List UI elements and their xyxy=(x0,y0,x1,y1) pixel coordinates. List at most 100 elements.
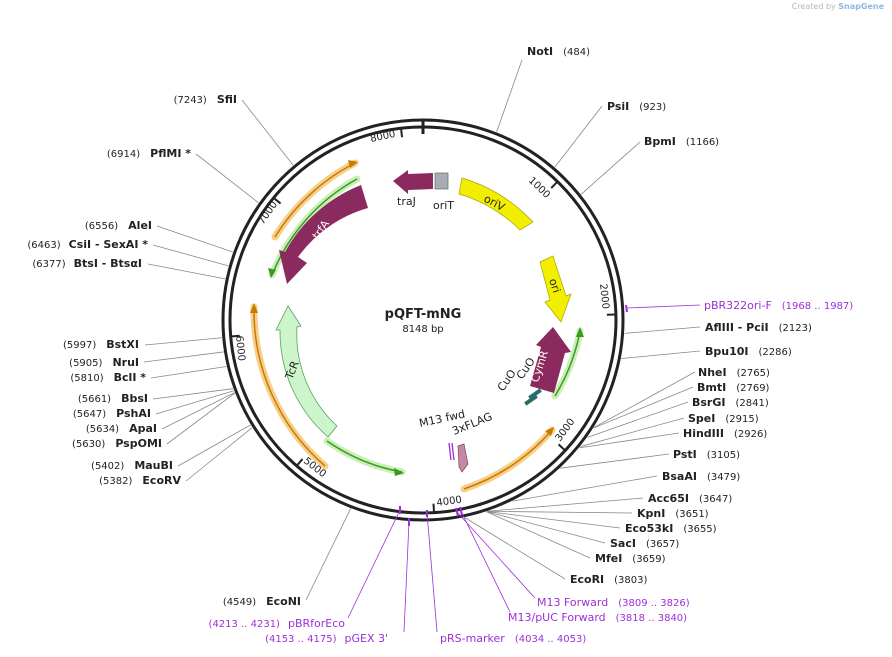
plasmid-size: 8148 bp xyxy=(402,324,443,335)
primer-label[interactable]: pBR322ori-F(1968 .. 1987) xyxy=(704,299,853,312)
flag-feature xyxy=(457,443,469,473)
enzyme-label[interactable]: Bpu10I(2286) xyxy=(705,345,792,358)
ring-tick xyxy=(272,197,282,205)
enzyme-label[interactable]: BsaAI(3479) xyxy=(662,470,740,483)
ring-tick-label: 2000 xyxy=(597,283,611,309)
feature-label-ori: ori xyxy=(546,277,563,295)
enzyme-leader-line xyxy=(621,350,701,359)
enzyme-label[interactable]: (6556)AleI xyxy=(85,219,152,232)
ring-tick-label: 4000 xyxy=(436,495,463,509)
enzyme-leader-line xyxy=(486,511,591,559)
enzyme-label[interactable]: PstI(3105) xyxy=(673,448,740,461)
enzyme-label[interactable]: KpnI(3651) xyxy=(637,507,709,520)
ring-tick xyxy=(400,128,404,138)
tcr-feature xyxy=(275,305,338,438)
enzyme-label[interactable]: SpeI(2915) xyxy=(688,412,759,425)
ring-tick xyxy=(295,458,304,467)
enzyme-label[interactable]: (5402)MauBI xyxy=(91,459,173,472)
enzyme-label[interactable]: AflIII - PciI(2123) xyxy=(705,321,812,334)
enzyme-label[interactable]: Acc65I(3647) xyxy=(648,492,732,505)
enzyme-label[interactable]: SacI(3657) xyxy=(610,537,679,550)
enzyme-label[interactable]: (5634)ApaI xyxy=(86,422,157,435)
enzyme-label[interactable]: (5810)BclI * xyxy=(70,371,146,384)
enzyme-leader-line xyxy=(593,386,694,429)
cymr-feature xyxy=(530,327,571,393)
enzyme-label[interactable]: (6914)PflMI * xyxy=(107,147,191,160)
enzyme-label[interactable]: (5630)PspOMI xyxy=(72,437,162,450)
enzyme-leader-line xyxy=(487,510,633,514)
enzyme-leader-line xyxy=(144,337,222,346)
trajectory-feature-traJ xyxy=(393,170,433,194)
primer-labels: pBR322ori-F(1968 .. 1987) M13 Forward(38… xyxy=(209,299,854,645)
enzyme-leader-line xyxy=(155,390,234,415)
orange-track-bottom-right-line xyxy=(463,429,553,490)
green-arrow-head-3 xyxy=(576,327,584,337)
features xyxy=(275,170,572,473)
enzyme-leader-line xyxy=(624,326,701,334)
enzyme-label[interactable]: (4549)EcoNI xyxy=(223,595,301,608)
enzyme-label[interactable]: (7243)SfiI xyxy=(174,93,237,106)
enzyme-leader-line xyxy=(560,453,670,469)
primer-label[interactable]: (4213 .. 4231)pBRforEco xyxy=(209,617,346,630)
enzyme-labels-right: NotI(484) PsiI(923) BpmI(1166) AflIII - … xyxy=(527,45,812,586)
enzyme-label[interactable]: EcoRI(3803) xyxy=(570,573,648,586)
enzyme-label[interactable]: MfeI(3659) xyxy=(595,552,666,565)
ori-feature xyxy=(539,255,572,323)
enzyme-label[interactable]: (5997)BstXI xyxy=(63,338,139,351)
feature-label-traj: traJ xyxy=(397,195,416,208)
primer-marks xyxy=(399,304,628,526)
enzyme-leader-line xyxy=(488,497,644,512)
enzyme-leader-line xyxy=(177,424,251,467)
enzyme-leader-line xyxy=(512,475,658,502)
enzyme-label[interactable]: BsrGI(2841) xyxy=(692,396,769,409)
primer-label[interactable]: (4153 .. 4175)pGEX 3' xyxy=(265,632,388,645)
backbone-ring xyxy=(221,118,625,522)
enzyme-leader-line xyxy=(195,153,259,204)
enzyme-label[interactable]: (5661)BbsI xyxy=(78,392,148,405)
enzyme-label[interactable]: HindIII(2926) xyxy=(683,427,767,440)
snapgene-credit: Created by SnapGene xyxy=(792,2,884,11)
ring-tick-label: 1000 xyxy=(526,175,552,201)
enzyme-label[interactable]: NheI(2765) xyxy=(698,366,770,379)
green-track-top-left-line xyxy=(271,178,358,276)
enzyme-label[interactable]: NotI(484) xyxy=(527,45,590,58)
primer-mark-m13-puc-forward xyxy=(459,506,463,516)
primer-mark-m13-forward xyxy=(455,507,459,517)
enzyme-label[interactable]: (5382)EcoRV xyxy=(99,474,181,487)
enzyme-label[interactable]: (5647)PshAI xyxy=(73,407,151,420)
ring-tick-label: 6000 xyxy=(233,335,247,361)
enzyme-label[interactable]: Eco53kI(3655) xyxy=(625,522,717,535)
enzyme-leader-line xyxy=(554,105,603,168)
primer-label[interactable]: pRS-marker(4034 .. 4053) xyxy=(440,632,586,645)
enzyme-leader-line xyxy=(580,141,641,195)
feature-label-orit: oriT xyxy=(433,199,454,212)
primer-leader-line xyxy=(426,512,438,633)
credit-prefix: Created by xyxy=(791,2,836,11)
enzyme-leader-line xyxy=(305,508,352,601)
enzyme-label[interactable]: (6377)BtsI - BtsαI xyxy=(32,257,142,270)
enzyme-label[interactable]: BpmI(1166) xyxy=(644,135,719,148)
ring-tick xyxy=(550,180,559,189)
enzyme-leader-line xyxy=(143,351,224,363)
enzyme-leader-line xyxy=(487,511,621,529)
enzyme-label[interactable]: (6463)CsiI - SexAI * xyxy=(27,238,148,251)
oriT-feature xyxy=(434,172,449,190)
leader-lines xyxy=(143,59,701,633)
enzyme-leader-line xyxy=(161,392,235,430)
enzyme-leader-line xyxy=(156,225,233,253)
green-arrow-head-1 xyxy=(268,268,276,278)
oriV-feature xyxy=(458,177,534,231)
primer-leader-line xyxy=(347,509,401,619)
enzyme-label[interactable]: BmtI(2769) xyxy=(697,381,770,394)
green-arrow-head-2 xyxy=(394,468,404,476)
enzyme-label[interactable]: (5905)NruI xyxy=(69,356,139,369)
enzyme-leader-line xyxy=(185,427,253,482)
orange-arrow-head-3 xyxy=(545,427,554,436)
enzyme-label[interactable]: PsiI(923) xyxy=(607,100,666,113)
primer-label[interactable]: M13 Forward(3809 .. 3826) xyxy=(537,596,690,609)
primer-label[interactable]: M13/pUC Forward(3818 .. 3840) xyxy=(508,611,687,624)
green-track-bottom xyxy=(323,437,406,476)
credit-brand: SnapGene xyxy=(838,2,884,11)
ring-tick xyxy=(230,334,240,338)
